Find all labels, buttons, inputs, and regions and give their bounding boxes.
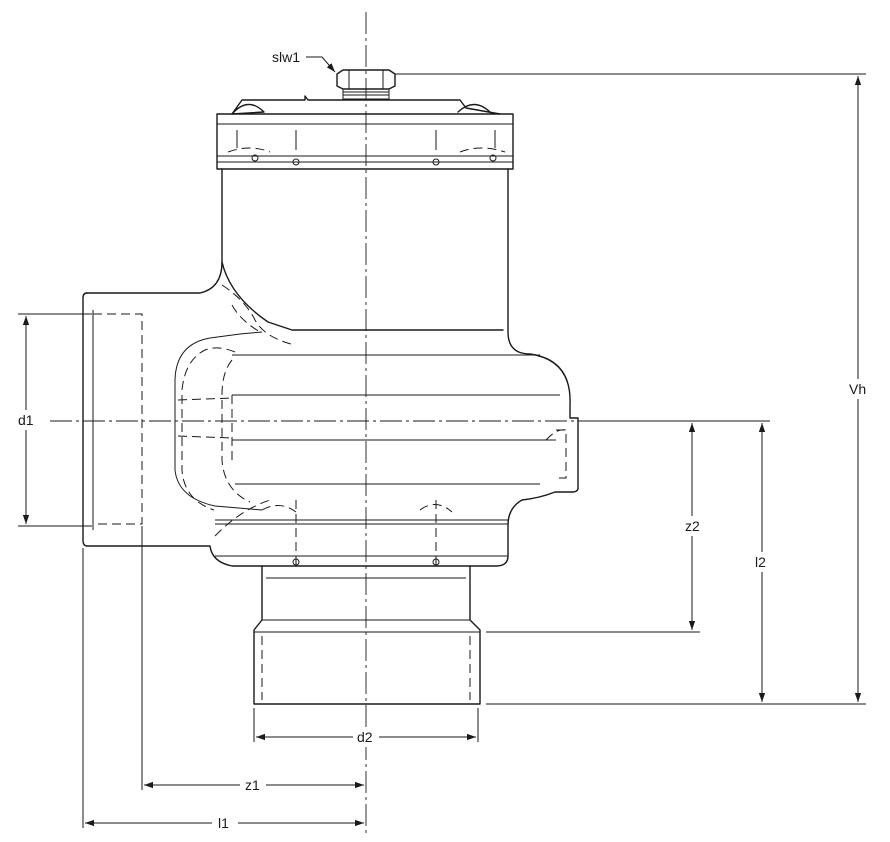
valve-cap — [216, 69, 514, 170]
label-l2: l2 — [755, 554, 766, 570]
label-d1: d1 — [18, 412, 34, 428]
valve-outlet — [253, 565, 481, 705]
label-vh: Vh — [849, 381, 866, 397]
label-slw1: slw1 — [272, 49, 300, 65]
label-z2: z2 — [685, 518, 700, 534]
extension-lines — [18, 73, 866, 828]
label-backgrounds — [14, 379, 872, 833]
label-z1: z1 — [245, 777, 260, 793]
label-l1: l1 — [218, 815, 229, 831]
center-lines — [50, 12, 585, 835]
label-d2: d2 — [357, 729, 373, 745]
slw1-leader — [306, 56, 336, 73]
dimension-labels: slw1 Vh d1 z2 l2 d2 z1 l1 — [18, 49, 866, 831]
valve-body — [82, 168, 579, 567]
